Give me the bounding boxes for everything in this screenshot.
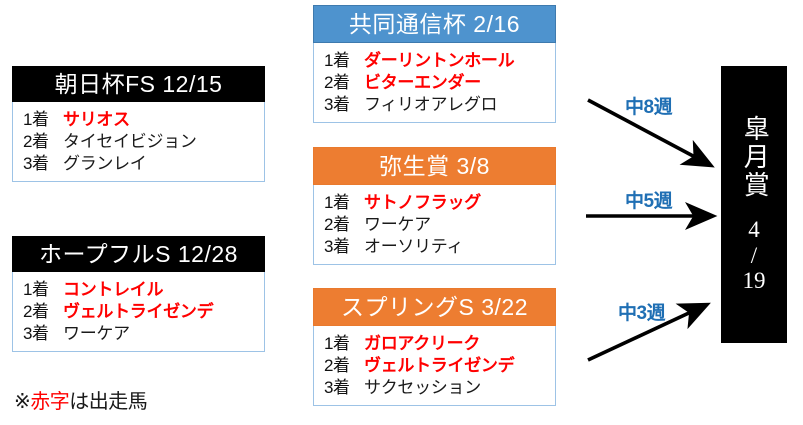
result-rank: 2着: [324, 73, 350, 93]
goal-date-line: 19: [742, 268, 766, 294]
result-row: 3着 グランレイ: [23, 153, 264, 175]
result-rank: 3着: [324, 378, 350, 398]
result-row: 3着 サクセッション: [324, 377, 555, 399]
result-row: 3着 フィリオアレグロ: [324, 94, 555, 116]
result-horse: オーソリティ: [364, 237, 464, 257]
arrow-label-chu3shu: 中3週: [618, 303, 666, 324]
result-row: 2着 ビターエンダー: [324, 72, 555, 94]
goal-race-title: 皐月賞: [740, 114, 770, 199]
result-horse: ヴェルトライゼンデ: [364, 356, 515, 376]
race-card-results: 1着 コントレイル 2着 ヴェルトライゼンデ 3着 ワーケア: [12, 272, 265, 353]
result-horse: フィリオアレグロ: [364, 95, 498, 115]
result-horse: ヴェルトライゼンデ: [63, 302, 214, 322]
result-rank: 2着: [324, 356, 350, 376]
goal-race-satsukisho: 皐月賞 4 / 19: [721, 66, 787, 343]
footnote-red-term: 赤字: [30, 391, 70, 413]
race-card-kyodotsushin: 共同通信杯 2/16 1着 ダーリントンホール 2着 ビターエンダー 3着 フィ…: [313, 5, 556, 124]
result-rank: 1着: [324, 334, 350, 353]
result-row: 1着 サリオス: [23, 109, 264, 131]
result-row: 1着 コントレイル: [23, 279, 264, 301]
race-card-header: 弥生賞 3/8: [313, 147, 556, 185]
result-horse: ワーケア: [63, 324, 130, 344]
result-rank: 2着: [324, 215, 350, 235]
footnote-legend: ※赤字は出走馬: [14, 385, 148, 414]
result-horse: タイセイビジョン: [63, 132, 197, 152]
goal-date-line: 4: [748, 216, 760, 242]
result-rank: 3着: [324, 237, 350, 257]
result-rank: 3着: [23, 324, 49, 344]
result-rank: 3着: [23, 154, 49, 174]
result-rank: 3着: [324, 95, 350, 115]
result-rank: 1着: [23, 110, 49, 129]
race-card-header: 共同通信杯 2/16: [313, 5, 556, 43]
result-row: 1着 サトノフラッグ: [324, 192, 555, 214]
result-horse: サトノフラッグ: [364, 193, 481, 212]
race-card-results: 1着 サトノフラッグ 2着 ワーケア 3着 オーソリティ: [313, 185, 556, 266]
footnote-marker: ※: [14, 391, 31, 413]
result-row: 2着 ヴェルトライゼンデ: [324, 355, 555, 377]
race-card-hopeful: ホープフルS 12/28 1着 コントレイル 2着 ヴェルトライゼンデ 3着 ワ…: [12, 236, 265, 353]
race-card-results: 1着 ダーリントンホール 2着 ビターエンダー 3着 フィリオアレグロ: [313, 43, 556, 124]
result-horse: サリオス: [63, 110, 130, 129]
race-card-results: 1着 サリオス 2着 タイセイビジョン 3着 グランレイ: [12, 102, 265, 183]
goal-race-date: 4 / 19: [743, 217, 766, 294]
race-card-header: 朝日杯FS 12/15: [12, 66, 265, 102]
race-card-yayoisho: 弥生賞 3/8 1着 サトノフラッグ 2着 ワーケア 3着 オーソリティ: [313, 147, 556, 266]
race-card-header: ホープフルS 12/28: [12, 236, 265, 272]
result-horse: サクセッション: [364, 378, 481, 398]
result-rank: 2着: [23, 302, 49, 322]
arrow-label-chu8shu: 中8週: [625, 97, 673, 118]
result-horse: ガロアクリーク: [364, 334, 481, 353]
race-card-asahihai: 朝日杯FS 12/15 1着 サリオス 2着 タイセイビジョン 3着 グランレイ: [12, 66, 265, 183]
result-rank: 1着: [324, 193, 350, 212]
result-horse: ワーケア: [364, 215, 431, 235]
result-row: 2着 ワーケア: [324, 214, 555, 236]
result-row: 3着 ワーケア: [23, 323, 264, 345]
arrow-label-chu5shu: 中5週: [625, 191, 673, 212]
result-row: 3着 オーソリティ: [324, 236, 555, 258]
result-row: 1着 ガロアクリーク: [324, 333, 555, 355]
result-rank: 1着: [23, 280, 49, 299]
result-row: 1着 ダーリントンホール: [324, 50, 555, 72]
result-rank: 2着: [23, 132, 49, 152]
goal-date-line: /: [750, 242, 758, 268]
race-card-results: 1着 ガロアクリーク 2着 ヴェルトライゼンデ 3着 サクセッション: [313, 326, 556, 407]
result-horse: ダーリントンホール: [364, 51, 515, 70]
race-card-header: スプリングS 3/22: [313, 288, 556, 326]
result-row: 2着 タイセイビジョン: [23, 131, 264, 153]
race-card-springs: スプリングS 3/22 1着 ガロアクリーク 2着 ヴェルトライゼンデ 3着 サ…: [313, 288, 556, 407]
result-horse: コントレイル: [63, 280, 164, 299]
result-row: 2着 ヴェルトライゼンデ: [23, 301, 264, 323]
result-horse: グランレイ: [63, 154, 147, 174]
footnote-rest: は出走馬: [69, 391, 148, 413]
result-rank: 1着: [324, 51, 350, 70]
result-horse: ビターエンダー: [364, 73, 481, 93]
